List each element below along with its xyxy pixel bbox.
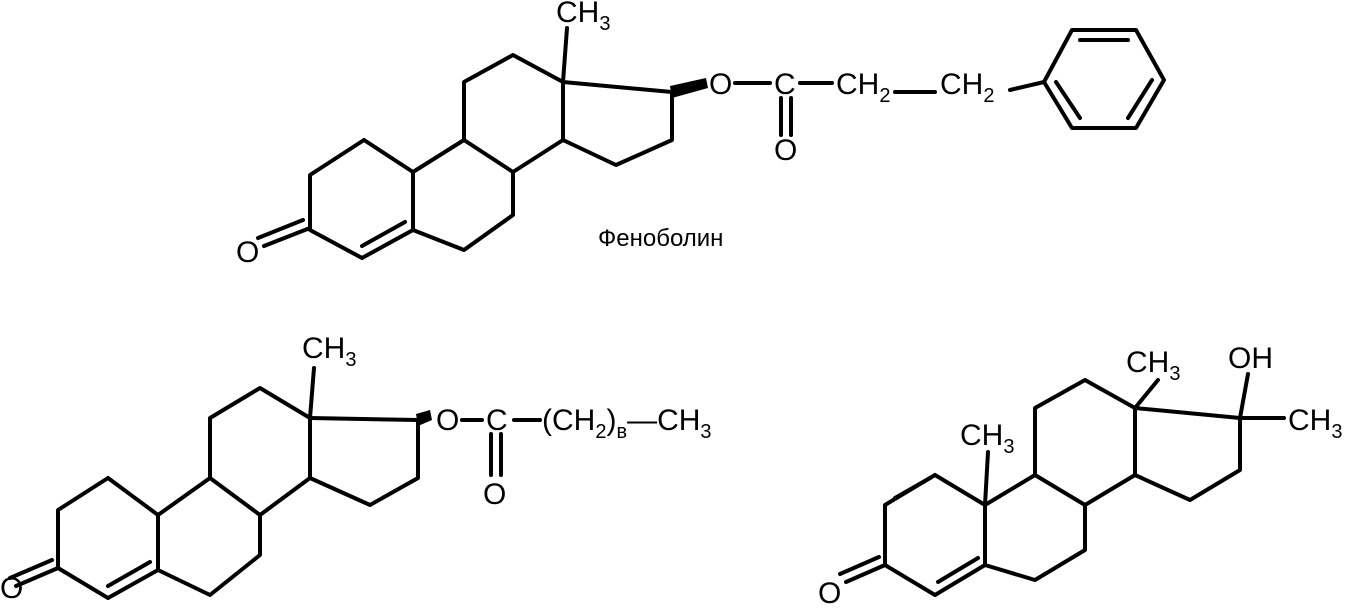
carbonyl-carbon-label: C — [486, 404, 508, 437]
alkyl-chain-label: (CH2)в—CH3 — [542, 404, 712, 443]
hydroxyl-label: OH — [1228, 342, 1273, 375]
methyl-c17-label: CH3 — [1288, 404, 1342, 443]
carbonyl-oxygen-label: O — [483, 478, 506, 511]
methylene-label-2: CH2 — [940, 68, 994, 107]
methyl-c13-label: CH3 — [1126, 346, 1180, 385]
compound-name: Феноболин — [598, 225, 723, 252]
carbonyl-carbon-label: C — [774, 68, 796, 101]
ether-oxygen-label: O — [436, 404, 459, 437]
ketone-oxygen-label: O — [236, 236, 259, 269]
structure-nandrolone-ester: CH3 O C O O (CH2)в—CH3 — [0, 332, 712, 605]
phenyl-ring — [1042, 28, 1166, 130]
steroid-skeleton-bonds — [838, 372, 1286, 597]
ketone-oxygen-label: O — [818, 577, 841, 610]
steroid-skeleton-bonds — [8, 366, 542, 600]
structure-methandienone: CH3 CH3 OH CH3 O — [818, 342, 1342, 610]
steroid-skeleton-bonds — [256, 26, 1046, 260]
methyl-label: CH3 — [556, 0, 610, 35]
methyl-label: CH3 — [302, 332, 356, 371]
methyl-c10-label: CH3 — [960, 419, 1014, 458]
ketone-oxygen-label: O — [0, 572, 23, 605]
carbonyl-oxygen-label: O — [774, 134, 797, 167]
methylene-label-1: CH2 — [836, 68, 890, 107]
ether-oxygen-label: O — [709, 68, 732, 101]
structure-phenobolin: CH3 O C O O CH2 CH2 Феноболин — [236, 0, 1166, 269]
